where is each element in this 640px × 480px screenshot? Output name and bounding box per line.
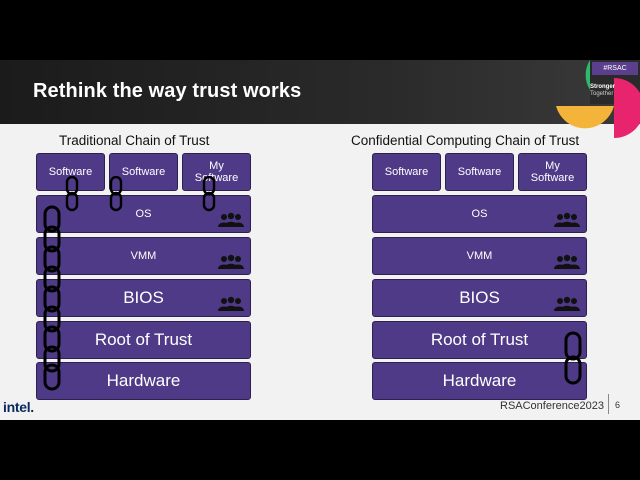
people-icon xyxy=(218,296,244,311)
chain-link-icon xyxy=(109,176,123,212)
chain-link-icon xyxy=(564,331,582,385)
slide-title: Rethink the way trust works xyxy=(33,80,302,102)
left-root-of-trust-layer: Root of Trust xyxy=(36,321,251,359)
people-icon xyxy=(218,212,244,227)
stronger-text: Stronger xyxy=(590,84,616,90)
footer-divider xyxy=(608,394,609,414)
right-software-1: Software xyxy=(372,153,441,191)
right-my-software: My Software xyxy=(518,153,587,191)
chain-link-icon xyxy=(43,205,61,391)
left-vmm-layer: VMM xyxy=(36,237,251,275)
people-icon xyxy=(554,212,580,227)
presentation-slide: Rethink the way trust works #RSAC Strong… xyxy=(0,60,640,420)
left-bios-label: BIOS xyxy=(123,288,164,307)
left-my-software: My Software xyxy=(182,153,251,191)
rsac-decor-graphic xyxy=(556,60,640,138)
left-vmm-label: VMM xyxy=(130,250,157,262)
people-icon xyxy=(218,254,244,269)
intel-logo: intel. xyxy=(3,399,34,415)
chain-link-icon xyxy=(202,176,216,212)
left-hardware-layer: Hardware xyxy=(36,362,251,400)
right-os-layer: OS xyxy=(372,195,587,233)
people-icon xyxy=(554,254,580,269)
page-number: 6 xyxy=(615,400,621,410)
right-vmm-layer: VMM xyxy=(372,237,587,275)
right-bios-label: BIOS xyxy=(459,288,500,307)
right-software-2: Software xyxy=(445,153,514,191)
people-icon xyxy=(554,296,580,311)
right-hardware-layer: Hardware xyxy=(372,362,587,400)
stronger-together-text: Stronger Together xyxy=(590,84,630,98)
rsa-conference-logo: RSAConference2023 xyxy=(500,400,604,412)
right-root-of-trust-layer: Root of Trust xyxy=(372,321,587,359)
traditional-chain-title: Traditional Chain of Trust xyxy=(59,133,210,148)
right-bios-layer: BIOS xyxy=(372,279,587,317)
left-software-1: Software xyxy=(36,153,105,191)
right-vmm-label: VMM xyxy=(466,250,493,262)
confidential-chain-title: Confidential Computing Chain of Trust xyxy=(351,133,580,148)
title-bar: Rethink the way trust works xyxy=(0,60,640,124)
right-os-label: OS xyxy=(471,208,488,220)
left-bios-layer: BIOS xyxy=(36,279,251,317)
together-text: Together xyxy=(590,91,614,97)
left-os-label: OS xyxy=(135,208,152,220)
chain-link-icon xyxy=(65,176,79,212)
rsac-hashtag: #RSAC xyxy=(592,62,638,75)
